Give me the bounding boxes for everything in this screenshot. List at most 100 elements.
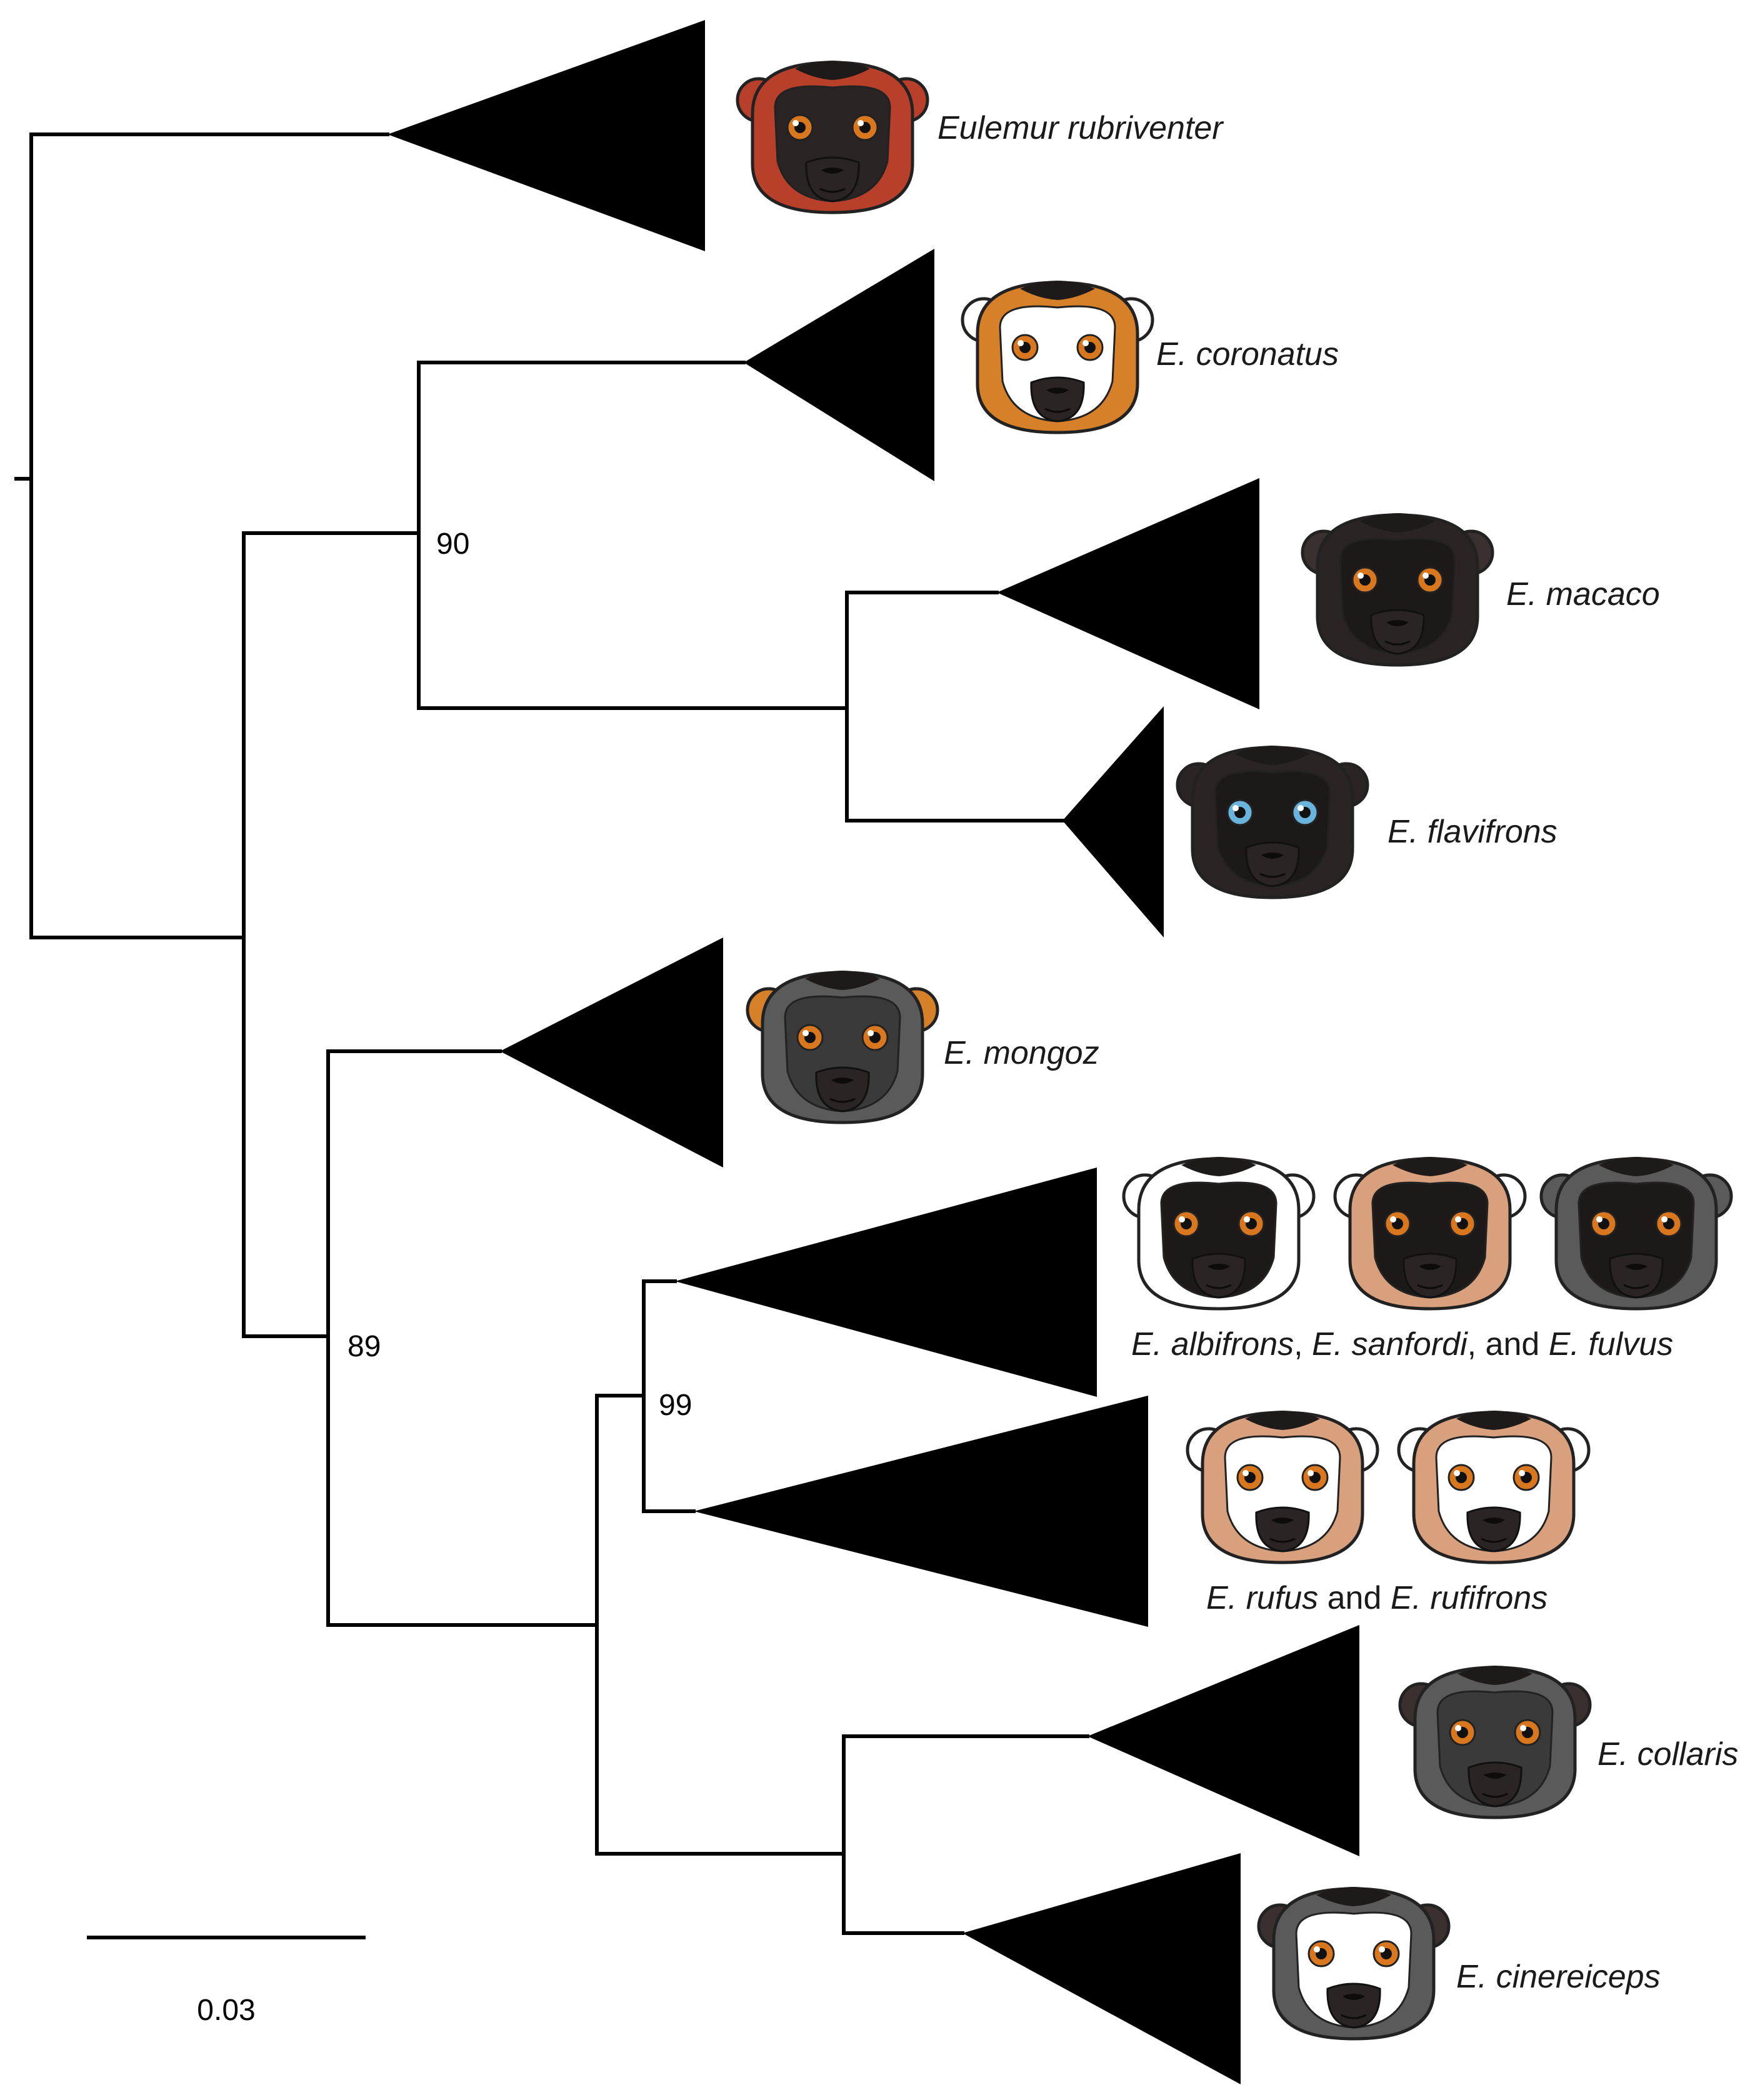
crown — [1599, 1157, 1674, 1176]
clade-triangle-cinereiceps — [962, 1853, 1241, 2084]
right-eye-highlight — [1244, 1216, 1250, 1222]
clade-triangle-rubriventer — [388, 20, 705, 251]
right-eye-highlight — [1519, 1470, 1525, 1476]
clade-triangle-flavifrons — [1062, 706, 1164, 938]
left-eye-highlight — [1018, 340, 1024, 346]
snout — [1609, 1252, 1664, 1299]
nose — [1482, 1518, 1505, 1524]
left-eye-highlight — [1390, 1216, 1396, 1222]
lemur-face-rufifrons-icon — [1397, 1411, 1591, 1564]
nose — [1419, 1264, 1441, 1270]
nose — [1625, 1264, 1648, 1270]
right-eye-highlight — [1379, 1946, 1385, 1952]
left-eye-highlight — [1232, 805, 1239, 811]
snout — [1466, 1506, 1521, 1552]
nose — [1386, 620, 1409, 626]
left-eye-highlight — [792, 120, 799, 126]
mouth — [1341, 2014, 1367, 2019]
lemur-face-flavifrons-icon — [1176, 746, 1369, 899]
left-eye-highlight — [1455, 1725, 1461, 1731]
clade-triangle-albifrons-group — [675, 1168, 1097, 1397]
right-eye-highlight — [1661, 1216, 1668, 1222]
clade-triangle-mongoz — [500, 938, 723, 1168]
support-values: 90 89 99 — [348, 528, 692, 1422]
scale-bar: 0.03 — [87, 1936, 366, 2027]
mouth — [1206, 1284, 1232, 1289]
label-cinereiceps: E. cinereiceps — [1456, 1959, 1661, 1995]
label-separator: and — [1318, 1580, 1391, 1616]
right-eye-highlight — [1298, 805, 1304, 811]
mouth — [1044, 408, 1071, 413]
label-rufus-group: E. rufus and E. rufifrons — [1206, 1580, 1548, 1616]
nose — [1484, 1772, 1506, 1779]
mouth — [1259, 872, 1286, 878]
nose — [1046, 388, 1069, 394]
clade-triangle-coronatus — [744, 249, 934, 481]
label-mongoz: E. mongoz — [944, 1035, 1099, 1071]
right-eye-highlight — [1455, 1216, 1461, 1222]
mouth — [819, 188, 846, 193]
crown — [795, 61, 870, 80]
label-fulvus: E. fulvus — [1549, 1326, 1673, 1362]
label-flavifrons: E. flavifrons — [1388, 814, 1558, 850]
clade-triangle-rufus-group — [694, 1396, 1148, 1627]
left-eye-highlight — [802, 1030, 809, 1036]
mouth — [1417, 1284, 1443, 1289]
lemur-faces — [736, 61, 1733, 2041]
label-macaco: E. macaco — [1506, 576, 1660, 612]
crown — [1181, 1157, 1256, 1176]
nose — [1271, 1518, 1294, 1524]
right-eye-highlight — [1308, 1470, 1314, 1476]
right-eye-highlight — [858, 120, 864, 126]
snout — [815, 1066, 870, 1112]
label-coronatus: E. coronatus — [1156, 336, 1339, 372]
mouth — [1481, 1538, 1507, 1543]
label-albifrons-group: E. albifrons, E. sanfordi, and E. fulvus — [1131, 1326, 1673, 1362]
support-value-90: 90 — [436, 528, 469, 561]
label-rufus: E. rufus — [1206, 1580, 1318, 1616]
lemur-face-cinereiceps-icon — [1257, 1887, 1451, 2041]
lemur-face-rubriventer-icon — [736, 61, 929, 214]
snout — [1370, 609, 1425, 655]
left-eye-highlight — [1358, 572, 1364, 579]
label-rufifrons: E. rufifrons — [1391, 1580, 1548, 1616]
mouth — [1269, 1538, 1296, 1543]
nose — [831, 1078, 854, 1084]
left-eye-highlight — [1242, 1470, 1249, 1476]
label-separator: , — [1294, 1326, 1312, 1362]
left-eye-highlight — [1314, 1946, 1320, 1952]
lemur-face-albifrons-icon — [1122, 1157, 1316, 1311]
left-eye-highlight — [1596, 1216, 1602, 1222]
crown — [1235, 746, 1310, 765]
snout — [1255, 1506, 1310, 1552]
snout — [1468, 1761, 1522, 1808]
right-eye-highlight — [1082, 340, 1089, 346]
lemur-face-mongoz-icon — [746, 971, 939, 1124]
crown — [1360, 513, 1435, 532]
crown — [1458, 1666, 1532, 1685]
crown — [1392, 1157, 1468, 1176]
clade-triangle-macaco — [997, 478, 1259, 709]
lemur-face-rufus-icon — [1186, 1411, 1379, 1564]
nose — [1261, 852, 1284, 859]
tree-branches — [14, 132, 1089, 1935]
collapsed-clades — [388, 20, 1359, 2084]
species-labels: Eulemur rubriventer E. coronatus E. maca… — [938, 110, 1738, 1995]
snout — [1326, 1982, 1381, 2029]
support-value-89: 89 — [348, 1330, 381, 1363]
right-eye-highlight — [868, 1030, 874, 1036]
crown — [1245, 1411, 1320, 1430]
mouth — [829, 1098, 856, 1103]
snout — [1402, 1252, 1458, 1299]
nose — [1208, 1264, 1230, 1270]
clade-triangle-collaris — [1088, 1625, 1359, 1856]
mouth — [1384, 640, 1411, 646]
support-value-99: 99 — [659, 1389, 692, 1422]
right-eye-highlight — [1422, 572, 1429, 579]
snout — [805, 156, 860, 202]
lemur-face-fulvus-icon — [1539, 1157, 1733, 1311]
label-rubriventer: Eulemur rubriventer — [938, 110, 1224, 146]
lemur-face-sanfordi-icon — [1333, 1157, 1527, 1311]
snout — [1245, 841, 1300, 888]
